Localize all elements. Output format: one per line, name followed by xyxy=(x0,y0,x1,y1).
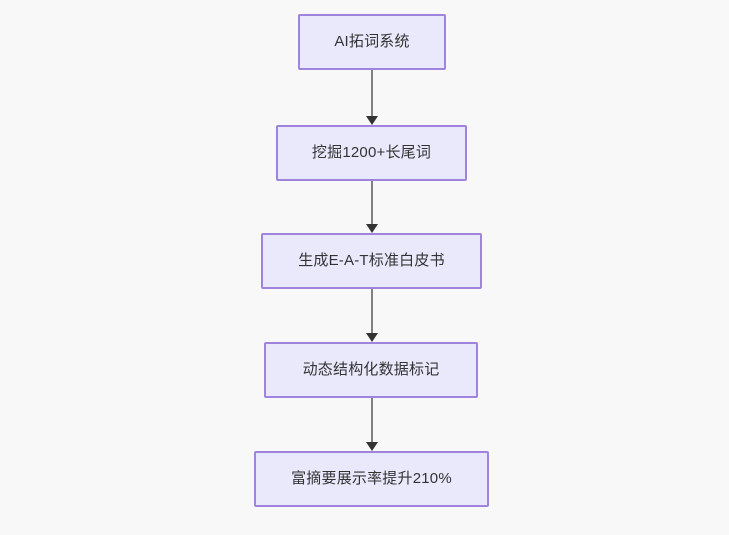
arrow-head-icon xyxy=(366,442,378,451)
flow-node-label: 动态结构化数据标记 xyxy=(302,361,440,378)
flow-edge-3-4 xyxy=(365,289,379,342)
flow-node-rich-snippet-impression-lift[interactable]: 富摘要展示率提升210% xyxy=(254,451,489,507)
edge-line xyxy=(371,70,373,117)
edge-line xyxy=(371,181,373,225)
flow-edge-4-5 xyxy=(365,398,379,451)
flow-edge-2-3 xyxy=(365,181,379,233)
flow-node-ai-keyword-system[interactable]: AI拓词系统 xyxy=(298,14,446,70)
flow-node-generate-eat-whitepaper[interactable]: 生成E-A-T标准白皮书 xyxy=(261,233,482,289)
flow-node-mine-longtail-keywords[interactable]: 挖掘1200+长尾词 xyxy=(276,125,467,181)
flow-node-dynamic-structured-data-markup[interactable]: 动态结构化数据标记 xyxy=(264,342,478,398)
arrow-head-icon xyxy=(366,224,378,233)
edge-line xyxy=(371,398,373,443)
arrow-head-icon xyxy=(366,116,378,125)
flow-node-label: 挖掘1200+长尾词 xyxy=(311,144,432,161)
arrow-head-icon xyxy=(366,333,378,342)
flow-node-label: 生成E-A-T标准白皮书 xyxy=(298,252,445,269)
flow-edge-1-2 xyxy=(365,70,379,125)
flow-node-label: AI拓词系统 xyxy=(334,33,410,50)
flow-node-label: 富摘要展示率提升210% xyxy=(291,470,452,487)
edge-line xyxy=(371,289,373,334)
